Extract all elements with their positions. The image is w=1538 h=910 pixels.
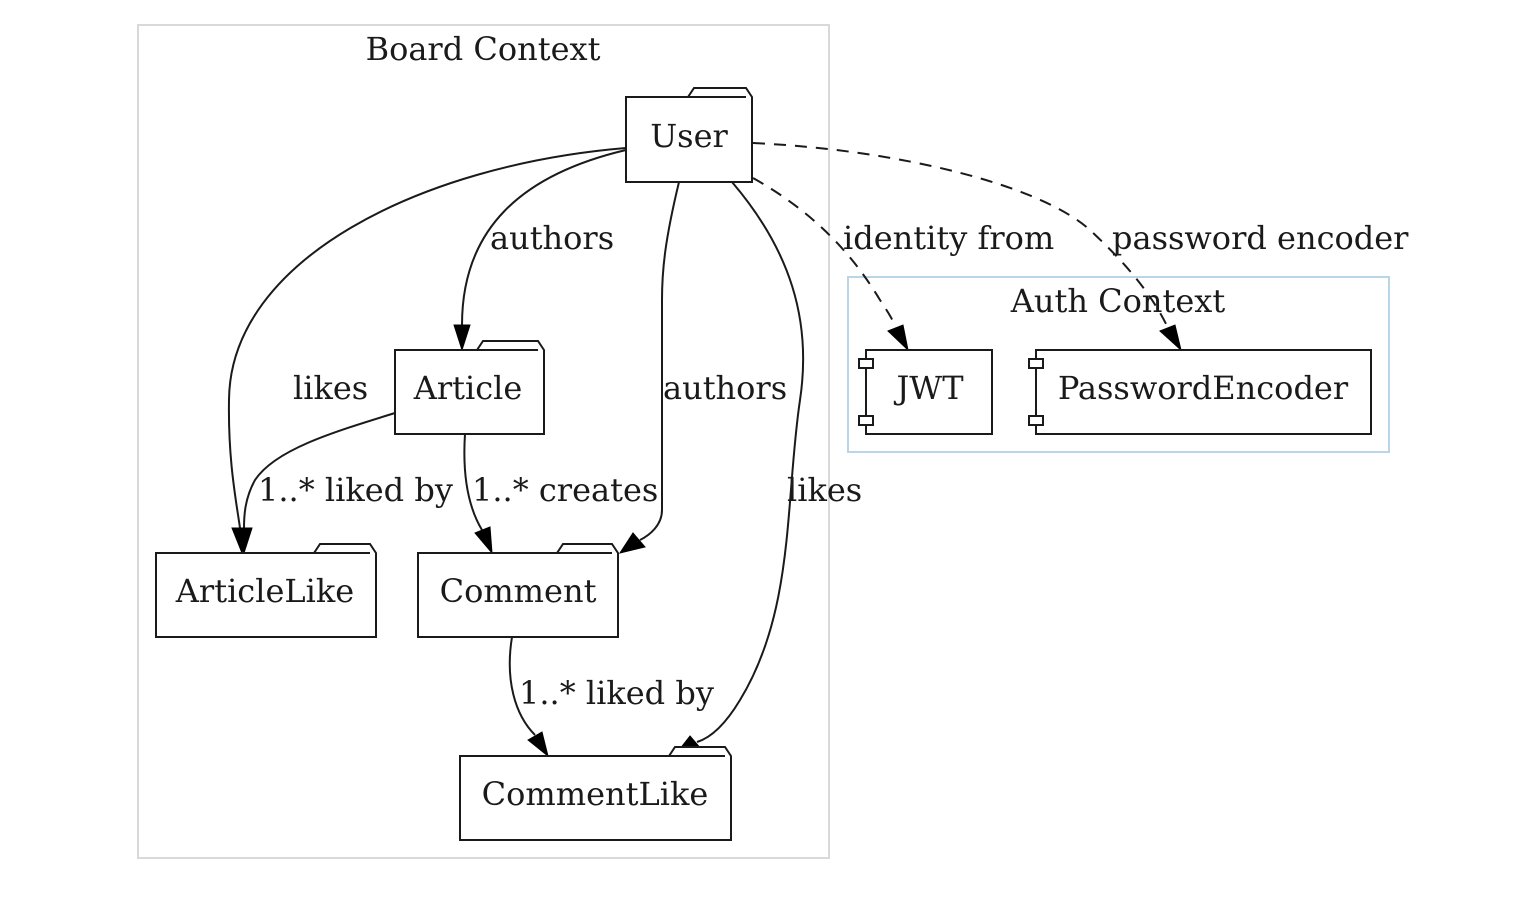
edge-label-article-articlelike: 1..* liked by	[258, 471, 453, 509]
node-label-commentlike: CommentLike	[482, 775, 709, 813]
node-article[interactable]: Article	[394, 340, 545, 435]
node-passwordencoder[interactable]: PasswordEncoder	[1028, 349, 1372, 435]
component-port-icon	[858, 358, 874, 369]
edge-user-jwt: identity from	[752, 177, 1054, 352]
arrowhead	[474, 526, 493, 555]
edge-label-user-commentlike: likes	[787, 471, 862, 509]
node-label-article: Article	[413, 369, 523, 407]
arrowhead	[618, 532, 646, 554]
auth-context-title: Auth Context	[1010, 282, 1226, 320]
node-commentlike[interactable]: CommentLike	[459, 746, 732, 841]
edge-comment-commentlike: 1..* liked by	[508, 636, 714, 758]
edge-label-user-articlelike: likes	[293, 369, 368, 407]
board-context-title: Board Context	[366, 30, 601, 68]
component-port-icon	[858, 415, 874, 426]
edge-label-comment-commentlike: 1..* liked by	[519, 674, 714, 712]
edge-article-comment: 1..* creates	[463, 433, 658, 555]
node-comment[interactable]: Comment	[417, 543, 619, 638]
node-label-articlelike: ArticleLike	[175, 572, 354, 610]
arrowhead	[1159, 324, 1182, 352]
edge-label-article-comment: 1..* creates	[472, 471, 658, 509]
node-label-user: User	[650, 117, 728, 155]
edge-user-comment: authors	[618, 181, 787, 554]
edge-label-user-article: authors	[490, 219, 614, 257]
edge-label-user-passwordencoder: password encoder	[1112, 219, 1409, 257]
node-label-comment: Comment	[440, 572, 597, 610]
edge-article-articlelike: 1..* liked by	[235, 412, 453, 555]
component-port-icon	[1028, 415, 1044, 426]
arrowhead	[527, 731, 549, 758]
edge-user-commentlike: likes	[674, 181, 862, 755]
arrowhead	[235, 527, 253, 555]
node-articlelike[interactable]: ArticleLike	[155, 543, 377, 638]
node-label-passwordencoder: PasswordEncoder	[1058, 369, 1349, 407]
edge-label-user-comment: authors	[663, 369, 787, 407]
edge-user-passwordencoder: password encoder	[752, 142, 1409, 352]
edge-label-user-jwt: identity from	[843, 219, 1054, 257]
component-port-icon	[1028, 358, 1044, 369]
node-user[interactable]: User	[625, 87, 753, 183]
node-jwt[interactable]: JWT	[858, 349, 993, 435]
board-context-cluster: Board Context	[137, 24, 830, 859]
arrowhead	[887, 324, 909, 352]
arrowhead	[453, 324, 471, 352]
node-label-jwt: JWT	[893, 369, 964, 407]
edge-user-article: authors	[453, 149, 627, 352]
auth-context-cluster: Auth Context	[847, 276, 1390, 453]
